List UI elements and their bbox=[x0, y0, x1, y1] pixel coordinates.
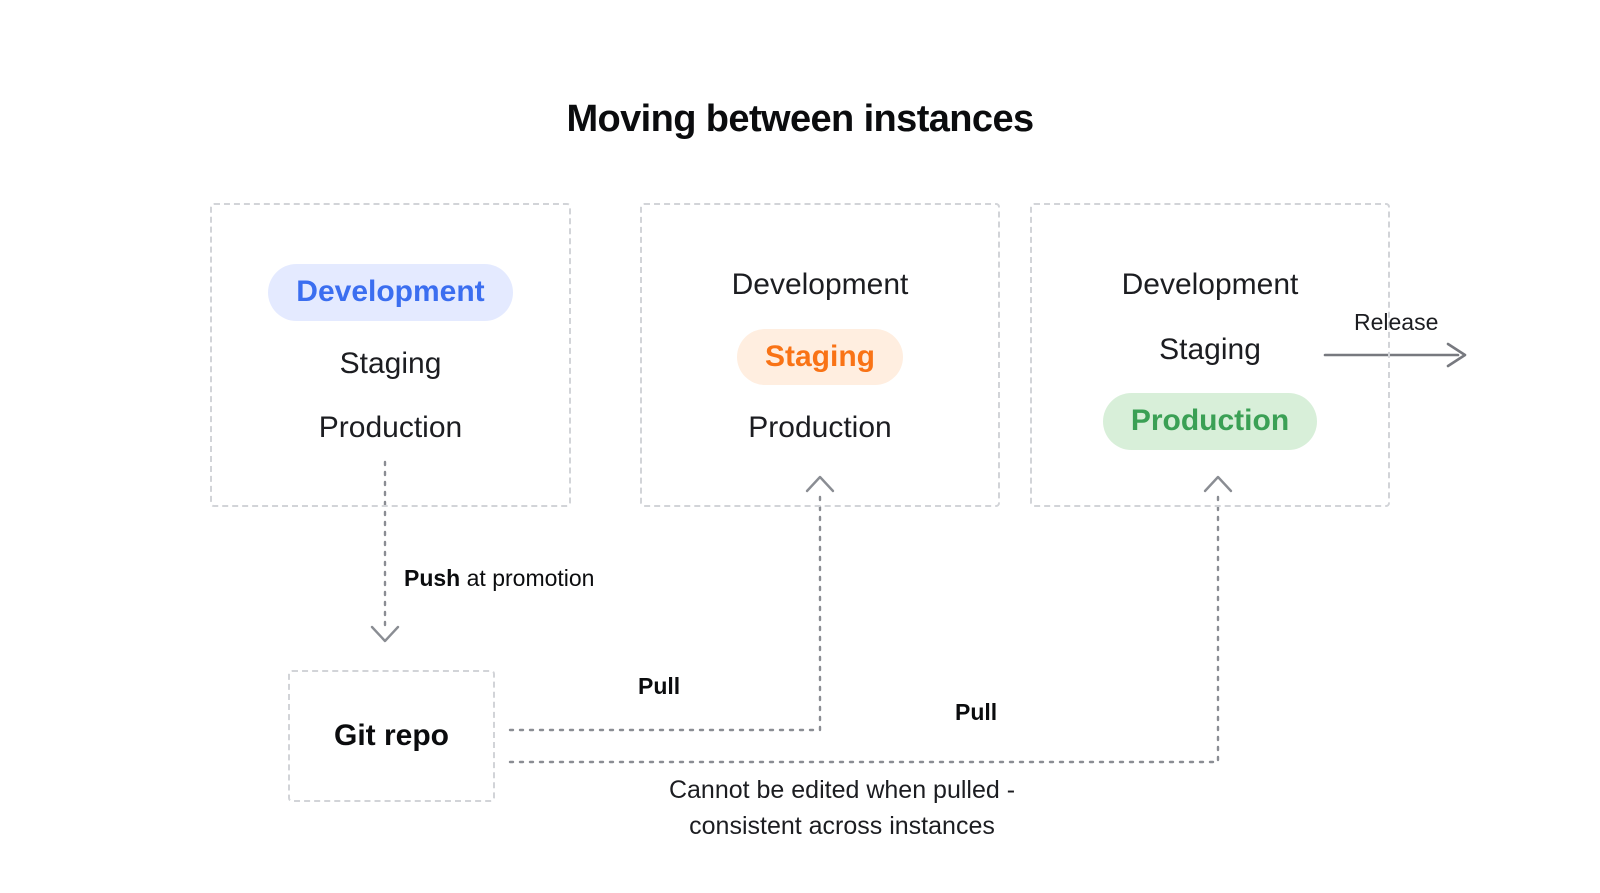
pull-caption: Cannot be edited when pulled - consisten… bbox=[630, 772, 1054, 845]
pull-caption-line-2: consistent across instances bbox=[689, 812, 995, 841]
instance-2-env-development[interactable]: Development bbox=[731, 268, 909, 302]
instance-1-env-development[interactable]: Development bbox=[268, 264, 513, 321]
pull-connector-2 bbox=[508, 475, 1233, 764]
page-title: Moving between instances bbox=[566, 98, 1034, 140]
push-label-rest: at promotion bbox=[460, 565, 595, 591]
instance-box-1[interactable]: Development Staging Production bbox=[210, 203, 571, 507]
instance-box-3[interactable]: Development Staging Production bbox=[1030, 203, 1390, 507]
pull-label-1: Pull bbox=[638, 673, 681, 699]
instance-3-env-development[interactable]: Development bbox=[1121, 268, 1299, 302]
instance-2-env-staging[interactable]: Staging bbox=[737, 328, 903, 386]
git-repo-label: Git repo bbox=[333, 719, 449, 752]
instance-1-env-list: Development Staging Production bbox=[212, 205, 569, 505]
instance-3-env-production[interactable]: Production bbox=[1102, 393, 1318, 450]
git-repo-box[interactable]: Git repo bbox=[288, 670, 495, 802]
push-label-strong: Push bbox=[404, 565, 461, 591]
pull-caption-line-1: Cannot be edited when pulled - bbox=[668, 776, 1016, 804]
instance-3-env-staging[interactable]: Staging bbox=[1159, 332, 1261, 366]
pull-label-2: Pull bbox=[955, 699, 998, 725]
release-label: Release bbox=[1354, 309, 1439, 335]
instance-1-env-production[interactable]: Production bbox=[318, 411, 463, 445]
instance-2-env-production[interactable]: Production bbox=[748, 411, 892, 445]
instance-2-env-list: Development Staging Production bbox=[642, 205, 998, 505]
push-at-promotion-label: Push at promotion bbox=[404, 565, 594, 592]
instance-1-env-staging[interactable]: Staging bbox=[339, 346, 442, 380]
instance-box-2[interactable]: Development Staging Production bbox=[640, 203, 1000, 507]
instance-3-env-list: Development Staging Production bbox=[1032, 205, 1388, 505]
